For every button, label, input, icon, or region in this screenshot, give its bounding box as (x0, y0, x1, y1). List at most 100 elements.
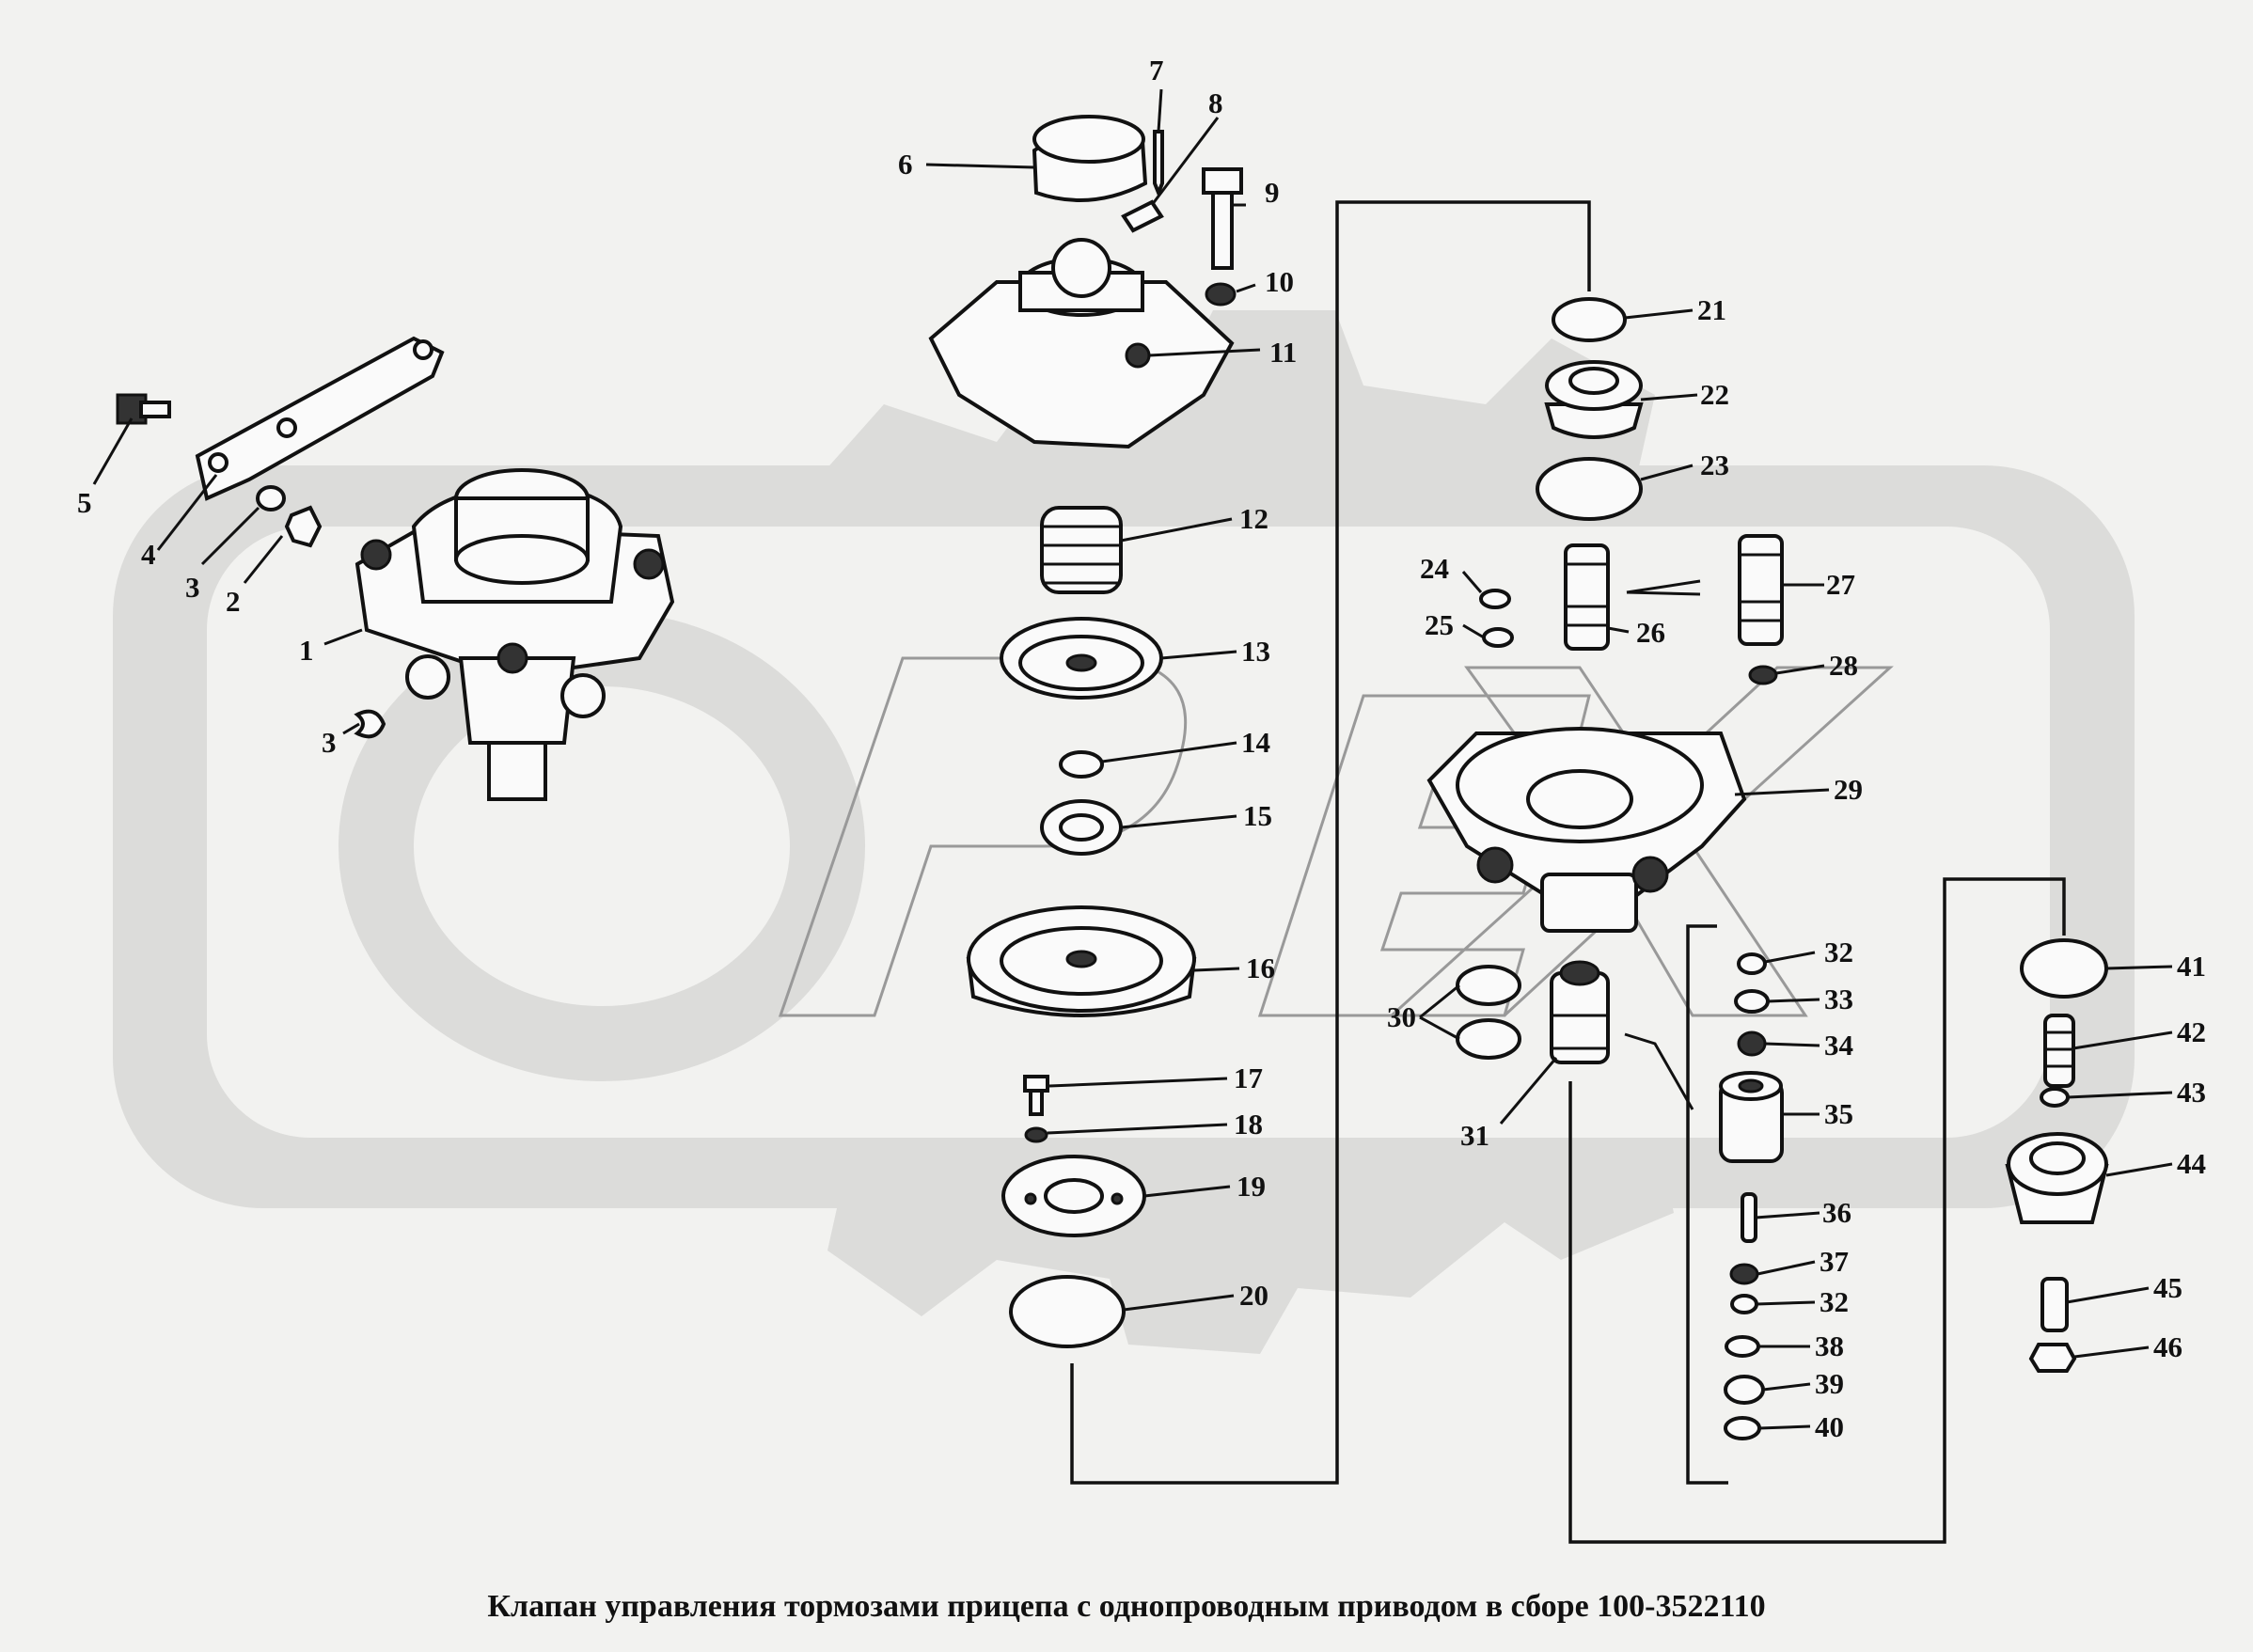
callout-33: 33 (1824, 983, 1853, 1015)
callout-18: 18 (1234, 1108, 1263, 1141)
part-39-disc (1724, 1375, 1765, 1405)
callout-28: 28 (1829, 649, 1858, 682)
callout-3-top: 3 (185, 571, 200, 604)
part-9-bolt (1202, 167, 1243, 270)
callout-2: 2 (226, 585, 241, 618)
part-42-spring (2043, 1014, 2075, 1088)
callout-23: 23 (1700, 448, 1729, 481)
part-38-ring (1725, 1335, 1760, 1358)
part-2-nut (284, 505, 323, 548)
part-15-seal (1040, 799, 1123, 856)
part-22-bushing (1544, 360, 1644, 439)
part-11-top-cover (928, 238, 1235, 449)
part-17-screw (1023, 1075, 1049, 1116)
callout-36: 36 (1822, 1196, 1851, 1229)
callout-42: 42 (2177, 1015, 2206, 1048)
callout-46: 46 (2153, 1330, 2182, 1363)
callout-25: 25 (1425, 608, 1454, 641)
callout-7: 7 (1149, 54, 1164, 87)
callout-9: 9 (1265, 176, 1280, 209)
callout-38: 38 (1815, 1329, 1844, 1362)
callout-16: 16 (1246, 952, 1275, 984)
part-35-sleeve (1719, 1071, 1784, 1163)
part-43-washer (2040, 1087, 2070, 1108)
part-40-ring (1724, 1416, 1761, 1440)
callout-39: 39 (1815, 1367, 1844, 1400)
part-32-seal-top (1737, 952, 1767, 975)
callout-6: 6 (898, 148, 913, 181)
part-3-washer (256, 485, 386, 739)
part-5-bolt (116, 393, 171, 425)
part-19-flange (1001, 1155, 1146, 1237)
part-10-washer (1205, 282, 1237, 307)
part-25-ring (1482, 627, 1514, 648)
callout-19: 19 (1237, 1170, 1266, 1203)
callout-13: 13 (1241, 635, 1270, 668)
route-line-right (1568, 877, 2066, 1544)
part-37-washer (1729, 1263, 1759, 1285)
callout-30: 30 (1387, 1000, 1416, 1033)
callout-43: 43 (2177, 1076, 2206, 1109)
callout-21: 21 (1697, 293, 1726, 326)
part-32-seal-bottom (1730, 1294, 1758, 1314)
part-31-valve-core (1550, 960, 1610, 1064)
callout-26: 26 (1636, 616, 1665, 649)
part-30-rings (1456, 965, 1521, 1060)
callout-15: 15 (1243, 799, 1272, 832)
callout-32-bottom: 32 (1820, 1285, 1849, 1318)
callout-14: 14 (1241, 726, 1270, 759)
part-14-ring (1059, 750, 1104, 779)
part-45-screw (2040, 1277, 2069, 1332)
part-29-lower-body (1426, 727, 1747, 933)
callout-24: 24 (1420, 552, 1449, 585)
callout-35: 35 (1824, 1097, 1853, 1130)
part-12-spring (1040, 506, 1123, 594)
part-44-housing (2005, 1132, 2109, 1224)
part-6-cap (1032, 115, 1148, 202)
part-16-piston (966, 905, 1197, 1017)
callout-34: 34 (1824, 1029, 1853, 1062)
part-46-nut (2028, 1343, 2077, 1373)
part-28-seal (1748, 665, 1778, 685)
part-41-o-ring (2020, 938, 2108, 999)
callout-11: 11 (1269, 336, 1297, 369)
part-8-plate (1121, 199, 1164, 233)
callout-4: 4 (141, 538, 156, 571)
part-24-ring (1479, 589, 1511, 609)
part-7-pin (1153, 130, 1164, 198)
part-23-o-ring (1536, 457, 1643, 521)
callout-27: 27 (1826, 568, 1855, 601)
callout-1: 1 (299, 634, 314, 667)
callout-40: 40 (1815, 1410, 1844, 1443)
bracket-column (1686, 924, 1728, 1485)
leader-lines (92, 88, 2173, 1430)
callout-45: 45 (2153, 1271, 2182, 1304)
callout-10: 10 (1265, 265, 1294, 298)
callout-20: 20 (1239, 1279, 1268, 1312)
diagram-caption: Клапан управления тормозами прицепа с од… (487, 1589, 1766, 1624)
routing-lines (1070, 200, 2066, 1544)
callout-17: 17 (1234, 1062, 1263, 1094)
callout-labels: 1 2 3 3 4 5 6 7 8 9 10 11 12 13 14 15 16… (77, 54, 2206, 1443)
part-33-ring (1734, 989, 1770, 1014)
callout-31: 31 (1460, 1119, 1489, 1152)
part-26-plunger (1564, 543, 1610, 651)
callout-8: 8 (1208, 87, 1223, 119)
part-34-nut (1737, 1031, 1767, 1057)
part-27-plunger (1738, 534, 1784, 646)
callout-3-bottom: 3 (322, 726, 337, 759)
callout-5: 5 (77, 486, 92, 519)
part-20-o-ring (1009, 1275, 1126, 1348)
part-13-diaphragm (1000, 617, 1163, 700)
callout-29: 29 (1834, 773, 1863, 806)
callout-41: 41 (2177, 950, 2206, 983)
callout-37: 37 (1820, 1245, 1849, 1278)
part-18-washer (1024, 1126, 1048, 1143)
callout-22: 22 (1700, 378, 1729, 411)
callout-44: 44 (2177, 1147, 2206, 1180)
part-4-bracket (195, 336, 445, 501)
part-21-o-ring (1552, 297, 1627, 342)
part-1-valve-assembly (354, 468, 675, 801)
